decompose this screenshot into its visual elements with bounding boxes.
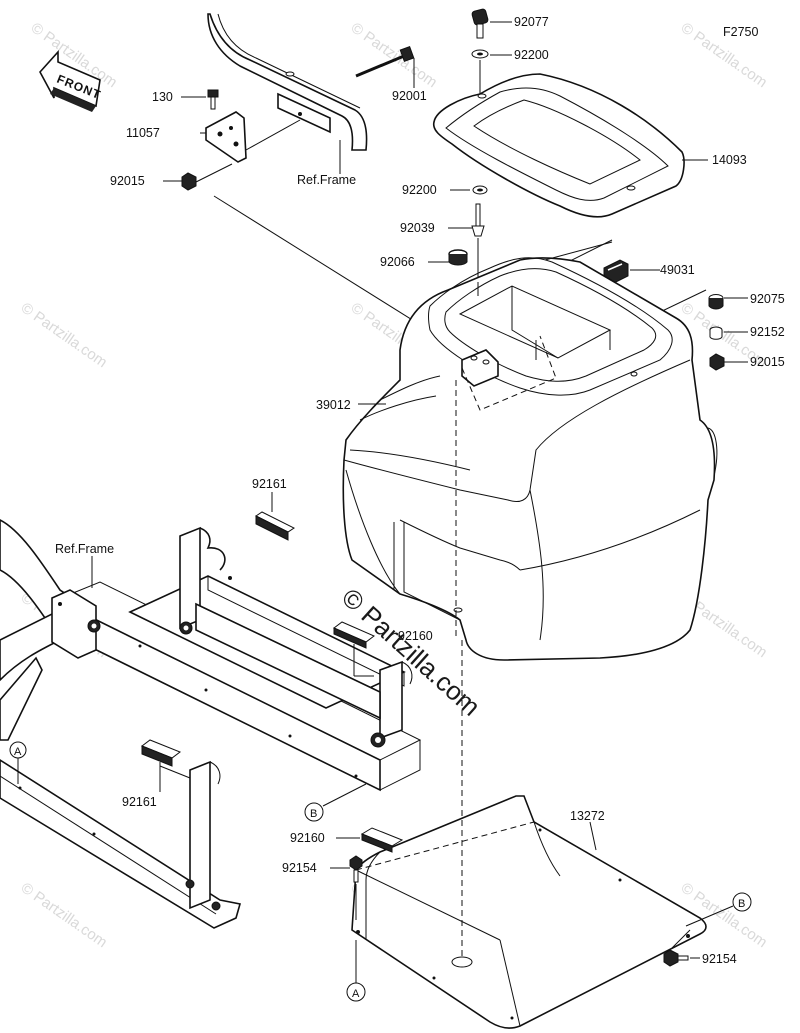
label-92077: 92077 — [514, 15, 549, 29]
label-92152: 92152 — [750, 325, 785, 339]
label-92161-bottom: 92161 — [122, 795, 157, 809]
label-92015-left: 92015 — [110, 174, 145, 188]
svg-text:B: B — [738, 898, 745, 910]
callout-b-right: B — [685, 892, 752, 927]
label-92200-mid: 92200 — [402, 183, 437, 197]
label-92200-top: 92200 — [514, 48, 549, 62]
callout-a-bottom: A — [346, 940, 366, 1002]
label-14093: 14093 — [712, 153, 747, 167]
cap-92066-icon — [448, 249, 468, 266]
pad-92161-bottom-icon — [140, 739, 182, 767]
label-92154-left: 92154 — [282, 861, 317, 875]
pin-92039-icon — [471, 203, 485, 237]
callout-a-left: A — [9, 741, 27, 784]
label-92075: 92075 — [750, 292, 785, 306]
pad-92161-top-icon — [255, 511, 295, 541]
lid-14093 — [432, 73, 685, 218]
ref-frame-label-top: Ref.Frame — [297, 173, 356, 187]
ref-frame-label-bottom: Ref.Frame — [55, 542, 114, 556]
label-39012: 39012 — [316, 398, 351, 412]
grommet-92075-icon — [708, 294, 724, 310]
upper-frame-rail — [207, 13, 368, 151]
label-11057: 11057 — [126, 126, 160, 140]
key-92077-icon — [471, 8, 489, 39]
label-92154-right: 92154 — [702, 952, 737, 966]
collar-92152-icon — [709, 326, 723, 340]
label-92039: 92039 — [400, 221, 435, 235]
svg-text:A: A — [352, 988, 360, 1000]
watermark-text: © Partzilla.com — [18, 299, 111, 371]
label-92160-mid: 92160 — [398, 629, 433, 643]
label-130: 130 — [152, 90, 173, 104]
watermark-text: © Partzilla.com — [18, 879, 111, 951]
bolt-92154-right-icon — [663, 949, 689, 967]
nut-92015-left-icon — [181, 172, 197, 191]
pad-92160-bottom-icon — [360, 827, 404, 853]
label-92001: 92001 — [392, 89, 427, 103]
nut-92015-right-icon — [709, 353, 725, 371]
front-arrow-icon: FRONT — [39, 49, 103, 112]
label-49031: 49031 — [660, 263, 695, 277]
bolt-130-icon — [207, 89, 219, 110]
pad-92160-mid-icon — [333, 621, 375, 649]
bolt-92154-left-icon — [349, 855, 363, 883]
bracket-11057-icon — [205, 111, 247, 163]
bolt-92001-icon — [355, 46, 415, 78]
label-92066: 92066 — [380, 255, 415, 269]
label-13272: 13272 — [570, 809, 605, 823]
label-92161-top: 92161 — [252, 477, 287, 491]
label-92160-bottom: 92160 — [290, 831, 325, 845]
callout-b-mid: B — [304, 783, 367, 822]
watermark-text: © Partzilla.com — [348, 19, 441, 91]
svg-text:B: B — [310, 808, 317, 820]
cargo-box-39012 — [342, 257, 718, 661]
label-92015-right: 92015 — [750, 355, 785, 369]
svg-text:A: A — [14, 746, 22, 758]
figure-code: F2750 — [723, 25, 758, 39]
floor-panel-13272 — [351, 795, 707, 1029]
lower-frame — [0, 519, 422, 929]
